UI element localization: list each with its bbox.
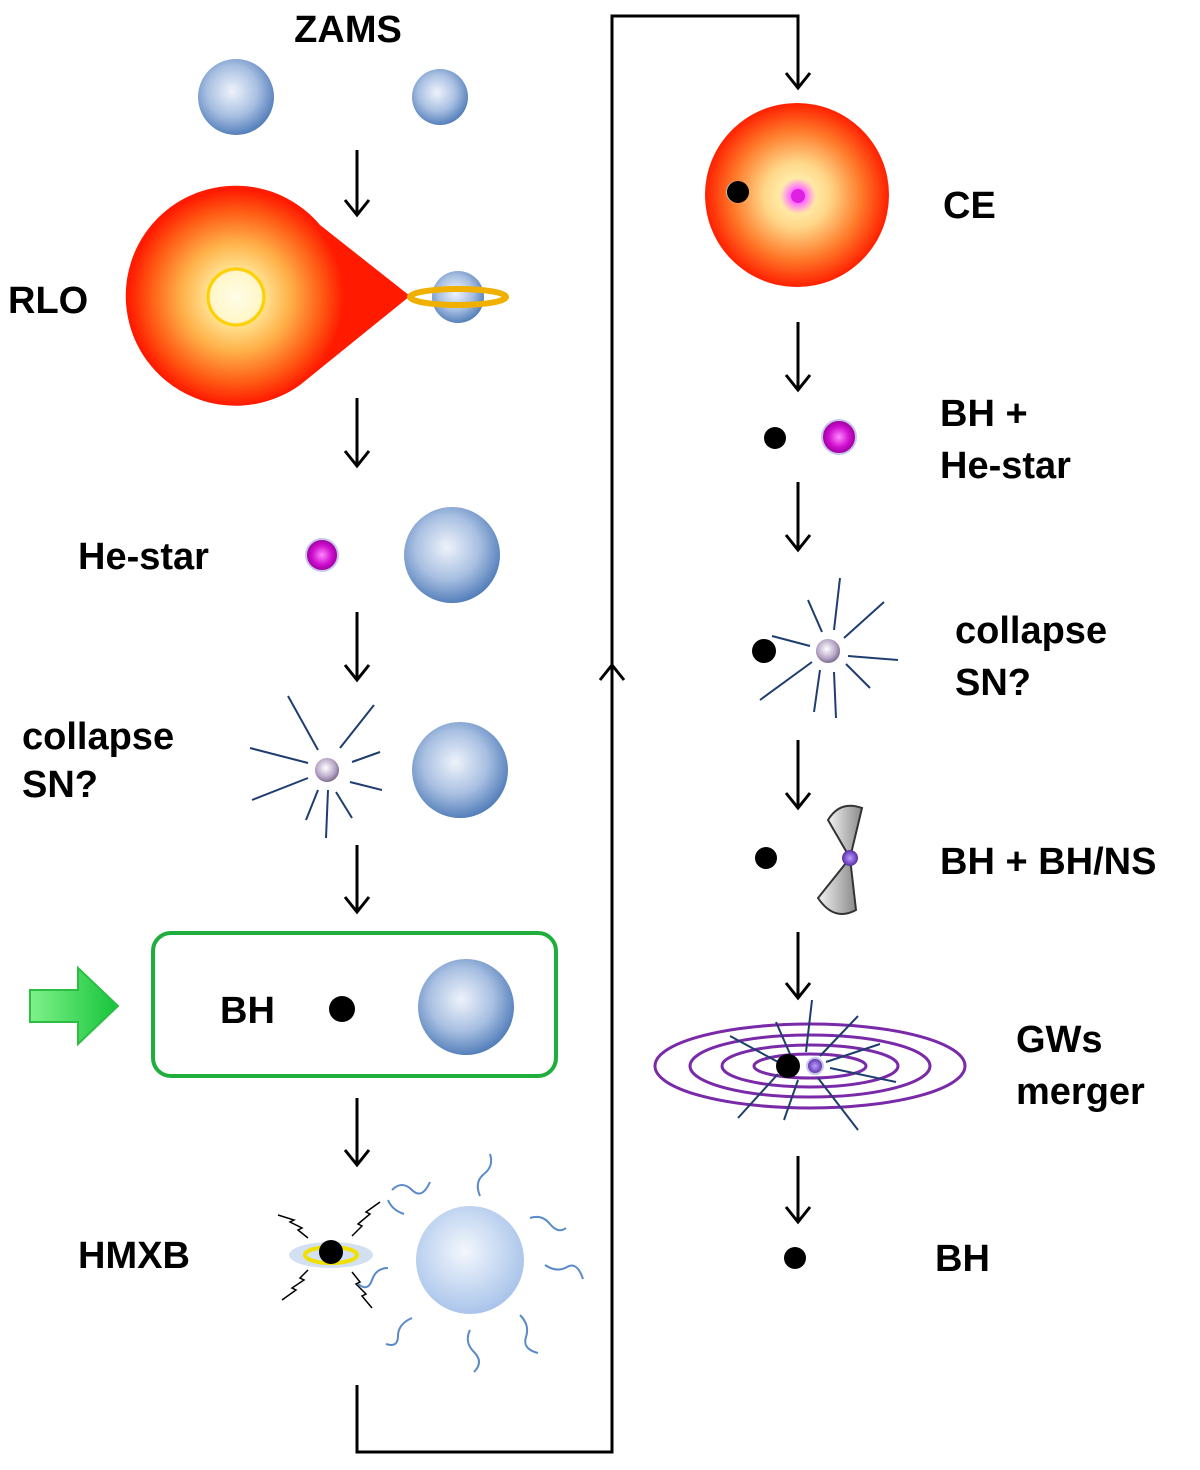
black-hole-icon [784,1247,806,1269]
arrow-down-icon [784,1156,812,1225]
black-hole-icon [752,639,776,663]
accreting-companion-star [432,271,484,323]
collapse-label-right: collapse [955,610,1107,652]
black-hole-icon [727,181,749,203]
arrow-down-icon [784,322,812,393]
x-ray-zigzag-icon [277,1201,381,1309]
arrow-down-icon [343,845,371,915]
black-hole-icon [764,427,786,449]
black-hole-icon [319,1240,343,1264]
column-connector-arrow [355,14,812,1454]
collapsing-core [313,756,341,784]
arrow-down-icon [784,932,812,1001]
he-star [821,419,857,455]
sn-label: SN? [22,764,98,806]
supernova-burst-icon [249,695,383,839]
compact-remnant [842,850,858,866]
arrow-down-icon [784,482,812,553]
roche-lobe-overflow [125,185,509,406]
bh-label: BH [220,990,275,1032]
black-hole-icon [755,847,777,869]
gravitational-wave-rings-icon [653,999,967,1131]
arrow-down-icon [343,150,371,218]
supernova-burst-icon [759,577,899,719]
zams-primary-star [198,59,274,135]
bh-bh-ns-label: BH + BH/NS [940,841,1156,883]
jet-cone-icon [816,804,864,915]
hmxb-label: HMXB [78,1235,190,1277]
bh-he-star-label-line2: He-star [940,445,1071,487]
stellar-wind-lines [357,1153,584,1373]
bh-he-star-label-line1: BH + [940,393,1028,435]
arrow-down-icon [343,612,371,683]
he-star [305,538,339,572]
hmxb-system [277,1153,584,1373]
black-hole-icon [329,996,355,1022]
collapsing-core [814,637,842,665]
companion-star [416,1206,524,1314]
collapse-label: collapse [22,716,174,758]
rlo-label: RLO [8,280,88,322]
sn-label-right: SN? [955,662,1031,704]
gws-label-line2: merger [1016,1071,1145,1113]
ce-label: CE [943,185,996,227]
arrow-down-icon [343,1098,371,1168]
highlighted-bh-stage-box [151,931,558,1078]
arrow-down-icon [784,740,812,811]
compact-remnant [806,1057,824,1075]
zams-secondary-star [412,69,468,125]
common-envelope-star [705,103,889,287]
companion-star [418,959,514,1055]
green-pointer-arrow-icon [29,965,120,1047]
accretion-disk [407,286,509,308]
black-hole-icon [776,1054,800,1078]
companion-star [404,507,500,603]
arrow-down-icon [343,398,371,469]
zams-label: ZAMS [294,9,402,51]
he-star-label: He-star [78,536,209,578]
companion-star [412,722,508,818]
final-bh-label: BH [935,1238,990,1280]
gws-label-line1: GWs [1016,1019,1103,1061]
